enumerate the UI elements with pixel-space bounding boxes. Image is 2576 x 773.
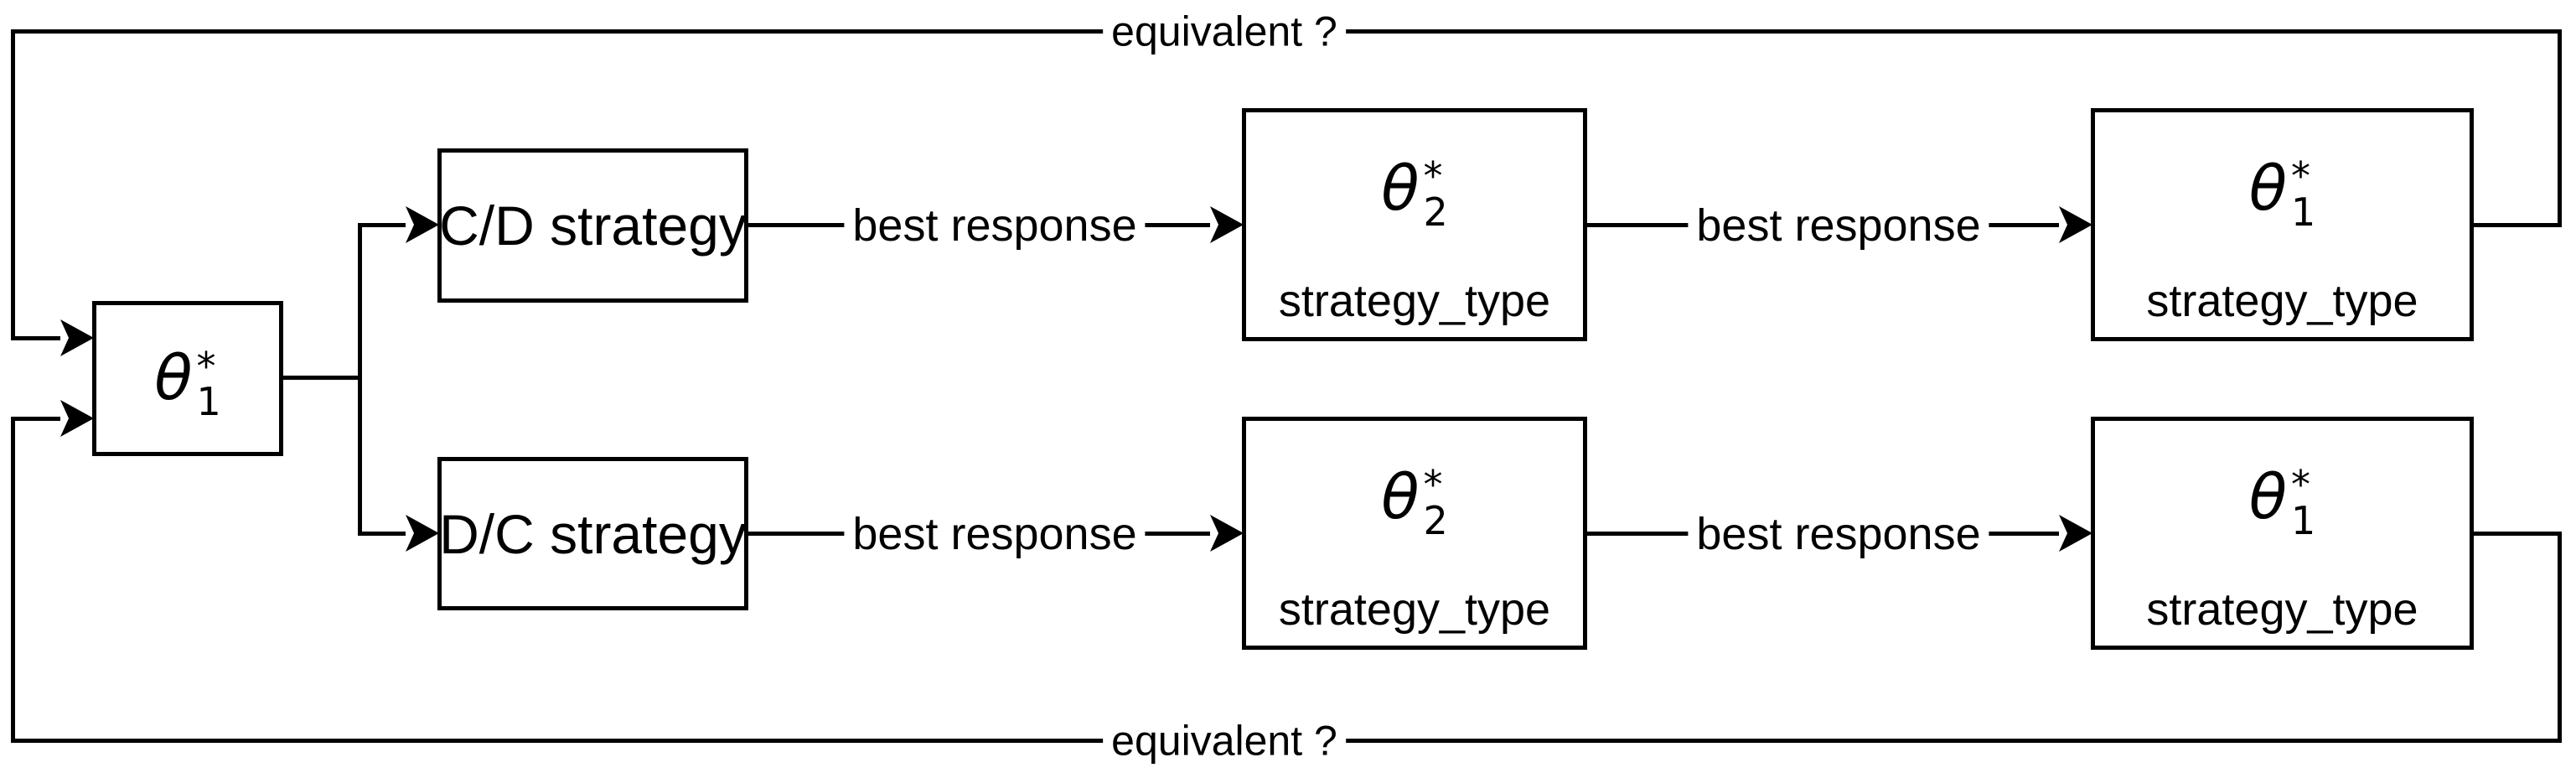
source-output-line [283,376,362,380]
theta-subscript: 2 [1423,498,1448,544]
theta-symbol: θ [154,342,193,415]
theta-subscript: 1 [196,379,221,425]
node-theta1-after-dc: θ * 1 strategy_type [2091,417,2474,650]
theta-scripts: * 1 [2291,462,2316,544]
arrowhead-icon [1210,206,1244,243]
theta-subscript: 1 [2291,498,2316,544]
node-theta1-after-cd: θ * 1 strategy_type [2091,108,2474,341]
arrowhead-icon [2059,515,2092,552]
theta-scripts: * 1 [196,343,221,425]
strategy-type-label: strategy_type [1278,584,1551,636]
node-theta2-after-dc: θ * 2 strategy_type [1242,417,1587,650]
strategy-type-label: strategy_type [2146,276,2418,327]
theta-symbol: θ [2248,153,2287,226]
top-loop-into-source-line [11,336,60,340]
best-response-label: best response [844,507,1146,561]
best-response-label: best response [1688,199,1989,252]
best-response-label: best response [1688,507,1989,561]
theta1-after-cd-output-line [2474,223,2562,227]
bottom-loop-left-vertical [11,417,15,743]
cd-strategy-label: C/D strategy [439,195,747,257]
top-loop-left-vertical [11,29,15,340]
node-cd-strategy: C/D strategy [437,148,748,303]
theta-superscript: * [2291,153,2310,200]
theta-symbol: θ [1381,461,1420,534]
theta-symbol: θ [1381,153,1420,226]
theta1-star-label: θ * 1 [154,342,221,422]
branch-vertical-line [358,223,362,536]
theta2-star-label: θ * 2 [1381,153,1448,231]
theta-scripts: * 1 [2291,153,2316,236]
node-theta1-source: θ * 1 [92,301,283,456]
theta-subscript: 2 [1423,189,1448,236]
theta-superscript: * [1423,153,1443,200]
arrowhead-icon [406,206,439,243]
theta-subscript: 1 [2291,189,2316,236]
equivalent-bottom-label: equivalent ? [1103,717,1346,765]
arrowhead-icon [2059,206,2092,243]
theta1-after-dc-output-line [2474,532,2562,536]
bottom-loop-into-source-line [11,417,60,421]
arrowhead-icon [406,515,439,552]
best-response-label: best response [844,199,1146,252]
dc-strategy-label: D/C strategy [439,502,747,565]
node-dc-strategy: D/C strategy [437,457,748,610]
branch-to-dc-line [358,532,406,536]
arrowhead-icon [1210,515,1244,552]
node-theta2-after-cd: θ * 2 strategy_type [1242,108,1587,341]
theta2-star-label: θ * 2 [1381,461,1448,540]
theta1-star-label: θ * 1 [2248,153,2316,231]
theta-superscript: * [196,343,216,389]
theta-superscript: * [2291,462,2310,508]
theta-scripts: * 2 [1423,462,1448,544]
arrowhead-icon [60,400,94,437]
bottom-loop-right-vertical [2558,532,2562,743]
equivalent-top-label: equivalent ? [1103,8,1346,56]
theta-superscript: * [1423,462,1443,508]
branch-to-cd-line [358,223,406,227]
strategy-type-label: strategy_type [1278,276,1551,327]
top-loop-right-vertical [2558,29,2562,227]
arrowhead-icon [60,319,94,356]
theta-symbol: θ [2248,461,2287,534]
theta-scripts: * 2 [1423,153,1448,236]
strategy-type-label: strategy_type [2146,584,2418,636]
theta1-star-label: θ * 1 [2248,461,2316,540]
